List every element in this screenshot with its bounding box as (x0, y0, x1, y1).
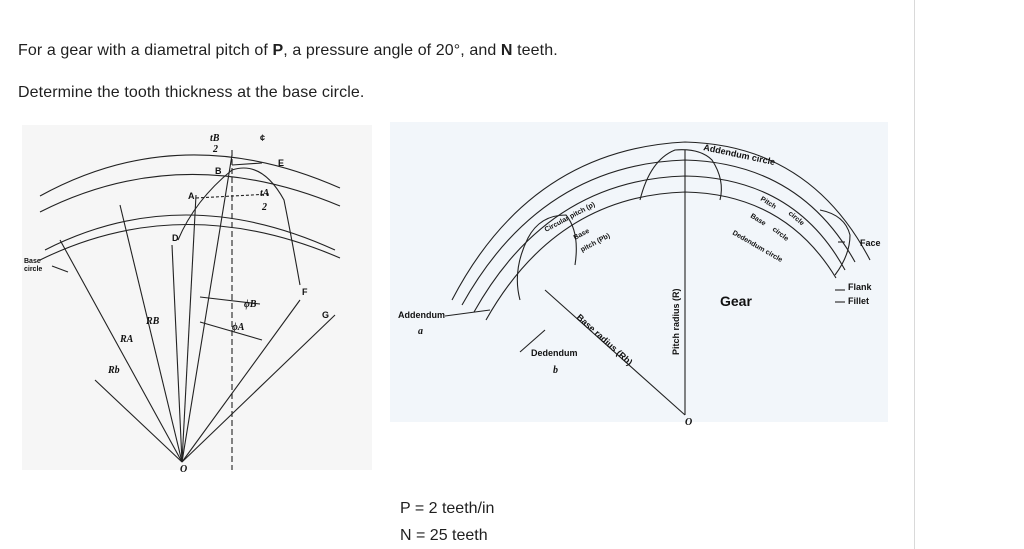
addendum-circle (451, 141, 871, 301)
label-pitch-radius: Pitch radius (R) (671, 288, 681, 355)
question-line-1: For a gear with a diametral pitch of P, … (18, 42, 558, 59)
label-b: b (553, 365, 558, 376)
label-centerline: ¢ (260, 133, 265, 143)
radial-line-Rb (94, 379, 183, 463)
angle-phiA (199, 321, 263, 341)
label-base: Base (24, 258, 41, 265)
label-gear: Gear (720, 293, 752, 309)
dedendum-circle (485, 191, 837, 321)
label-Rb: Rb (107, 365, 120, 376)
label-addendum: Addendum (398, 310, 445, 320)
label-O-right: O (685, 417, 692, 428)
label-tB: tB (210, 133, 220, 144)
question-line-2: Determine the tooth thickness at the bas… (18, 84, 365, 101)
label-B: B (215, 166, 222, 176)
tooth-center (639, 149, 722, 201)
pitch-circle (461, 159, 856, 306)
tooth-left (516, 214, 577, 301)
radial-line-2 (119, 204, 183, 463)
label-a: a (418, 326, 423, 337)
arc-outer-2 (39, 173, 341, 213)
label-face: Face (860, 238, 881, 248)
label-F: F (302, 287, 308, 297)
addendum-dim (444, 309, 491, 317)
base-radius-line (544, 289, 686, 416)
label-dedendum: Dedendum (531, 348, 578, 358)
tooth-profile (177, 167, 301, 286)
given-P: P = 2 teeth/in (400, 500, 495, 517)
radial-line-A (181, 194, 197, 463)
label-RA: RA (119, 334, 134, 345)
angle-phiB (199, 296, 261, 305)
left-involute-figure (22, 125, 372, 470)
given-N: N = 25 teeth (400, 527, 488, 544)
label-phiB: ϕB (244, 299, 257, 310)
label-tB-2: 2 (212, 144, 218, 155)
radial-line-F (181, 299, 301, 463)
radial-line-3 (171, 244, 183, 463)
radial-line-G (181, 314, 336, 463)
label-phiA: ϕA (232, 322, 245, 333)
label-flank: Flank (848, 282, 873, 292)
radial-line-B (181, 154, 233, 463)
arc-outer-1 (39, 154, 341, 197)
right-divider-line (914, 0, 915, 549)
label-tA-2: 2 (261, 202, 267, 213)
dim-line-A (195, 193, 271, 199)
label-tA: tA (260, 188, 270, 199)
arc-inner (44, 214, 336, 251)
label-E: E (278, 158, 284, 168)
label-G: G (322, 310, 329, 320)
tooth-right (819, 209, 851, 276)
label-O-left: O (180, 464, 187, 475)
label-circle: circle (24, 266, 42, 273)
label-fillet: Fillet (848, 296, 869, 306)
label-RB: RB (145, 316, 160, 327)
dedendum-dim (519, 329, 546, 353)
dim-line-B (231, 162, 263, 166)
radial-line-1 (59, 239, 183, 463)
base-circle-pointer (51, 265, 69, 273)
label-A: A (188, 191, 195, 201)
label-D: D (172, 233, 179, 243)
right-gear-figure (390, 122, 888, 422)
